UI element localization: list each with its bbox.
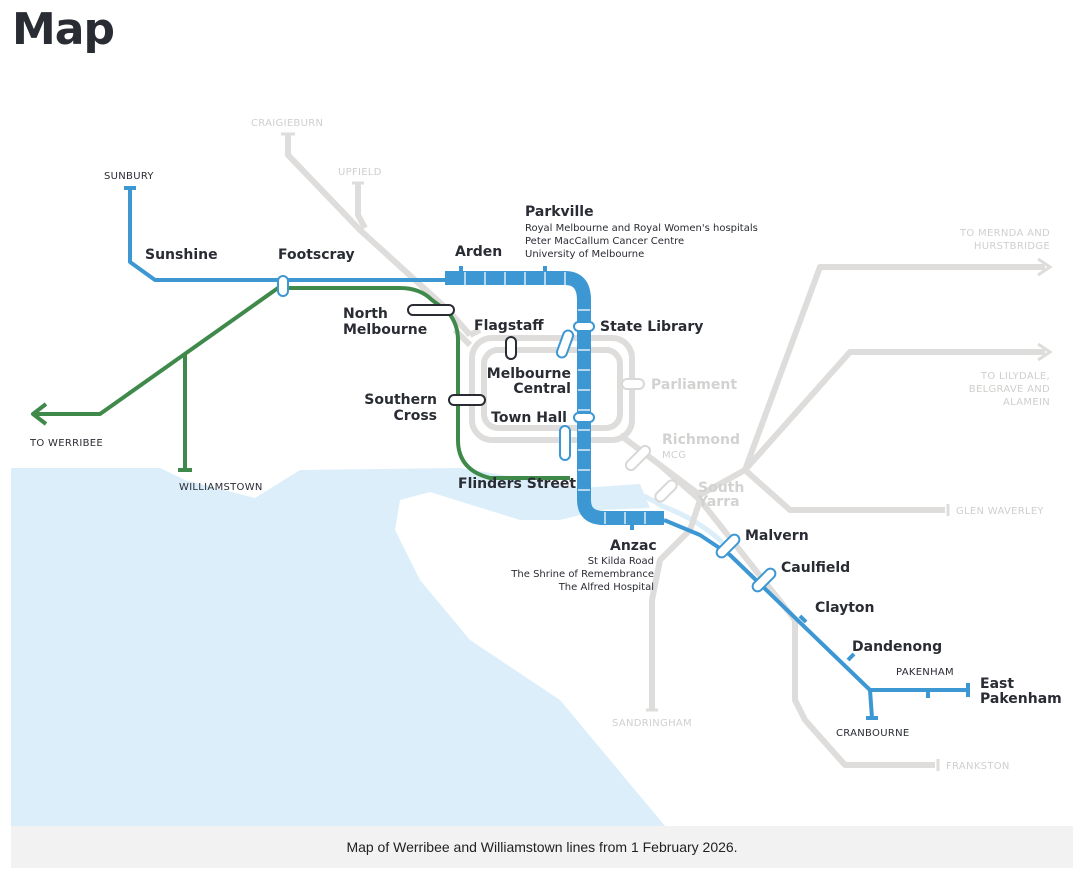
label-parkville: Parkville	[525, 204, 594, 220]
terminus-mernda-1: TO MERNDA AND	[959, 228, 1050, 239]
label-sunshine: Sunshine	[145, 247, 218, 263]
terminus-upfield: UPFIELD	[338, 167, 382, 178]
note-parkville-3: University of Melbourne	[525, 249, 644, 260]
label-town-hall: Town Hall	[491, 410, 567, 426]
label-melbourne-central-2: Central	[513, 381, 571, 397]
arrow-heads	[281, 132, 1053, 771]
label-east-pakenham-2: Pakenham	[980, 691, 1062, 707]
terminus-glen-waverley: GLEN WAVERLEY	[956, 506, 1044, 517]
label-east-pakenham-1: East	[980, 676, 1014, 692]
terminus-sandringham: SANDRINGHAM	[612, 718, 692, 729]
station-markers	[277, 275, 777, 593]
label-footscray: Footscray	[278, 247, 355, 263]
label-dandenong: Dandenong	[852, 639, 942, 655]
terminus-williamstown: WILLIAMSTOWN	[179, 482, 263, 493]
page-title: Map	[12, 4, 115, 55]
note-anzac-3: The Alfred Hospital	[558, 582, 654, 593]
label-southern-cross-2: Cross	[394, 408, 437, 424]
terminus-sunbury: SUNBURY	[104, 171, 154, 182]
label-mcg: MCG	[662, 450, 686, 461]
label-richmond: Richmond	[662, 432, 740, 448]
note-parkville-2: Peter MacCallum Cancer Centre	[525, 236, 684, 247]
label-south-yarra-2: Yarra	[697, 494, 740, 510]
label-caulfield: Caulfield	[781, 560, 850, 576]
terminus-mernda-2: HURSTBRIDGE	[974, 241, 1050, 252]
label-flinders-street: Flinders Street	[458, 476, 576, 492]
label-state-library: State Library	[600, 319, 703, 335]
werribee-williamstown-line	[31, 286, 570, 480]
terminus-lilydale-2: BELGRAVE AND	[969, 384, 1050, 395]
label-clayton: Clayton	[815, 600, 875, 616]
terminus-cranbourne: CRANBOURNE	[836, 728, 909, 739]
terminus-lilydale-1: TO LILYDALE,	[980, 371, 1050, 382]
terminus-frankston: FRANKSTON	[946, 761, 1010, 772]
label-flagstaff: Flagstaff	[474, 318, 544, 334]
map-caption: Map of Werribee and Williamstown lines f…	[11, 826, 1073, 868]
metro-tunnel-line	[124, 186, 970, 720]
tunnel-ties	[464, 272, 646, 524]
label-north-melbourne-2: Melbourne	[343, 322, 427, 338]
label-anzac: Anzac	[610, 538, 657, 554]
terminus-lilydale-3: ALAMEIN	[1003, 397, 1050, 408]
terminus-pakenham: PAKENHAM	[896, 667, 954, 678]
label-malvern: Malvern	[745, 528, 809, 544]
label-parliament: Parliament	[651, 377, 737, 393]
yarra-river	[609, 487, 727, 547]
label-southern-cross-1: Southern	[364, 392, 437, 408]
note-anzac-2: The Shrine of Remembrance	[510, 569, 654, 580]
port-phillip-bay	[11, 468, 665, 826]
label-north-melbourne-1: North	[343, 306, 388, 322]
terminus-craigieburn: CRAIGIEBURN	[251, 118, 323, 129]
label-arden: Arden	[455, 244, 502, 260]
note-parkville-1: Royal Melbourne and Royal Women's hospit…	[525, 223, 758, 234]
note-anzac-1: St Kilda Road	[588, 556, 654, 567]
label-melbourne-central-1: Melbourne	[487, 366, 571, 382]
label-south-yarra-1: South	[698, 480, 744, 496]
terminus-werribee: TO WERRIBEE	[29, 438, 103, 449]
